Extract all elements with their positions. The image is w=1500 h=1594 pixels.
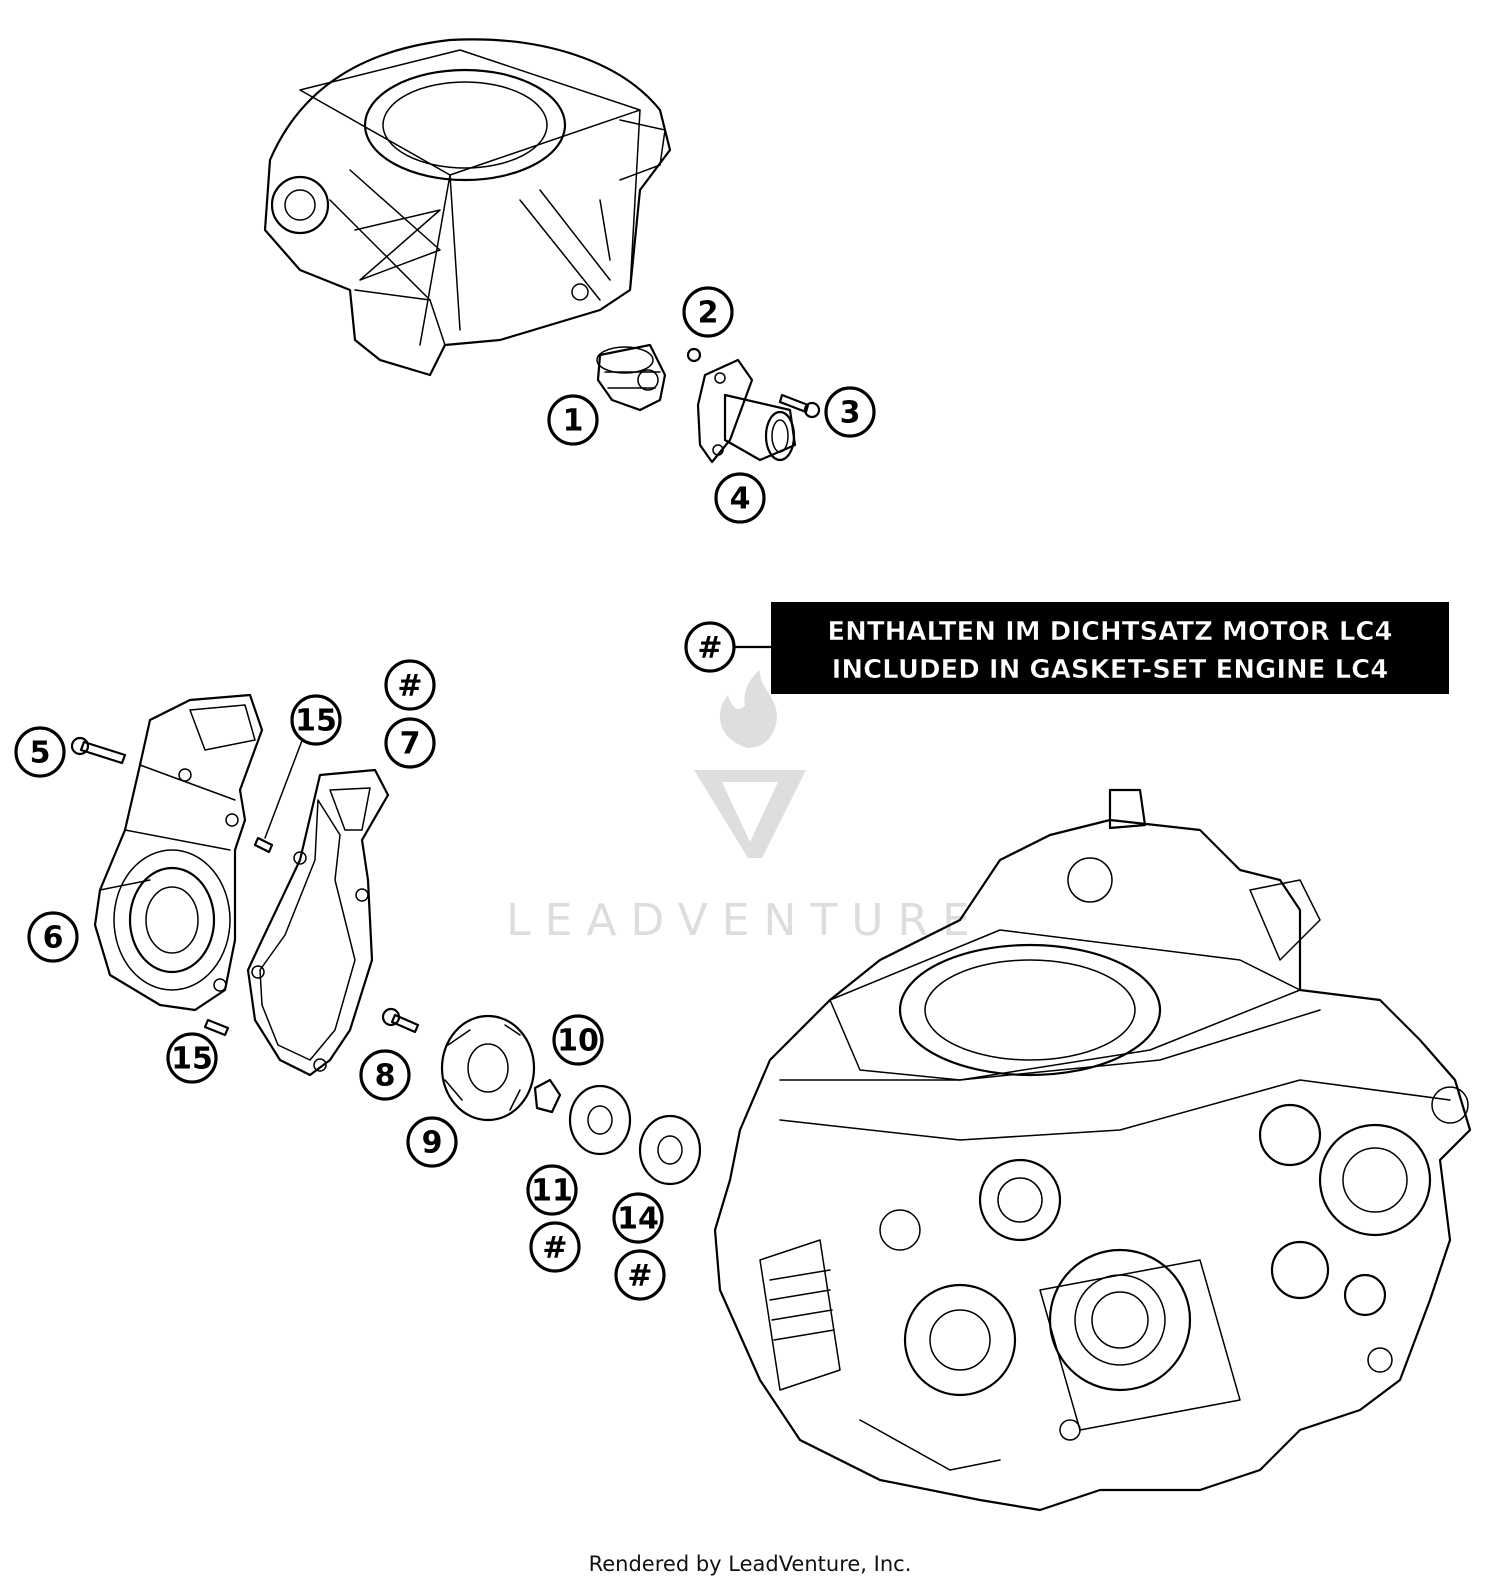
- engine-crankcase: [713, 788, 1472, 1512]
- svg-text:#: #: [397, 669, 422, 704]
- rendered-by-credit: Rendered by LeadVenture, Inc.: [588, 1552, 912, 1576]
- callout-7-hash: #: [384, 659, 436, 711]
- watermark-text: LEADVENTURE: [506, 895, 984, 946]
- callout-1: 1: [547, 394, 599, 446]
- svg-text:8: 8: [375, 1059, 396, 1094]
- callout-8: 8: [359, 1049, 411, 1101]
- flame-icon: [719, 670, 777, 748]
- water-pump-cover: [93, 693, 264, 1012]
- water-pump-gasket: [246, 768, 390, 1077]
- callout-11: 11: [526, 1164, 578, 1216]
- callout-14: 14: [612, 1192, 664, 1244]
- shaft-seal: [533, 1078, 562, 1114]
- callout-2: 2: [682, 286, 734, 338]
- note-box: [771, 602, 1449, 694]
- svg-text:7: 7: [400, 727, 421, 762]
- svg-text:3: 3: [840, 396, 861, 431]
- legend-hash-callout: #: [684, 621, 736, 673]
- svg-text:#: #: [697, 631, 722, 666]
- svg-text:9: 9: [422, 1126, 443, 1161]
- note-line-1: ENTHALTEN IM DICHTSATZ MOTOR LC4: [827, 617, 1392, 647]
- screw-8: [381, 1007, 420, 1034]
- callout-14-hash: #: [614, 1249, 666, 1301]
- callout-15-lower: 15: [166, 1032, 218, 1084]
- svg-text:6: 6: [43, 921, 64, 956]
- callout-5: 5: [14, 726, 66, 778]
- svg-text:11: 11: [531, 1174, 573, 1209]
- svg-text:15: 15: [295, 704, 337, 739]
- callout-10: 10: [552, 1014, 604, 1066]
- leadventure-watermark: LEADVENTURE: [506, 670, 984, 946]
- svg-text:#: #: [542, 1231, 567, 1266]
- callout-9: 9: [406, 1116, 458, 1168]
- callout-6: 6: [27, 911, 79, 963]
- dowel-pin-lower: [203, 1018, 230, 1037]
- seal-ring-14: [638, 1114, 702, 1186]
- svg-text:15: 15: [171, 1042, 213, 1077]
- svg-text:#: #: [627, 1259, 652, 1294]
- svg-text:1: 1: [563, 404, 584, 439]
- callout-11-hash: #: [529, 1221, 581, 1273]
- leader-line-15: [264, 737, 304, 839]
- svg-text:4: 4: [730, 482, 751, 517]
- svg-text:2: 2: [698, 296, 719, 331]
- svg-text:10: 10: [557, 1024, 599, 1059]
- thermostat: [596, 343, 667, 412]
- seal-ring-11: [568, 1084, 632, 1156]
- svg-text:14: 14: [617, 1202, 659, 1237]
- note-line-2: INCLUDED IN GASKET-SET ENGINE LC4: [832, 655, 1389, 685]
- water-pump-impeller: [440, 1014, 536, 1122]
- screw-5: [70, 736, 127, 765]
- callout-7: 7: [384, 717, 436, 769]
- callout-3: 3: [824, 386, 876, 438]
- thermostat-housing: [696, 358, 797, 464]
- dowel-pin-upper: [253, 836, 274, 854]
- o-ring: [686, 347, 702, 363]
- v-logo-icon: [694, 770, 806, 858]
- gasket-set-legend: # ENTHALTEN IM DICHTSATZ MOTOR LC4 INCLU…: [684, 602, 1449, 694]
- callout-15-upper: 15: [290, 694, 342, 746]
- screw: [778, 393, 821, 419]
- cylinder: [263, 38, 672, 377]
- svg-text:5: 5: [30, 736, 51, 771]
- callout-4: 4: [714, 472, 766, 524]
